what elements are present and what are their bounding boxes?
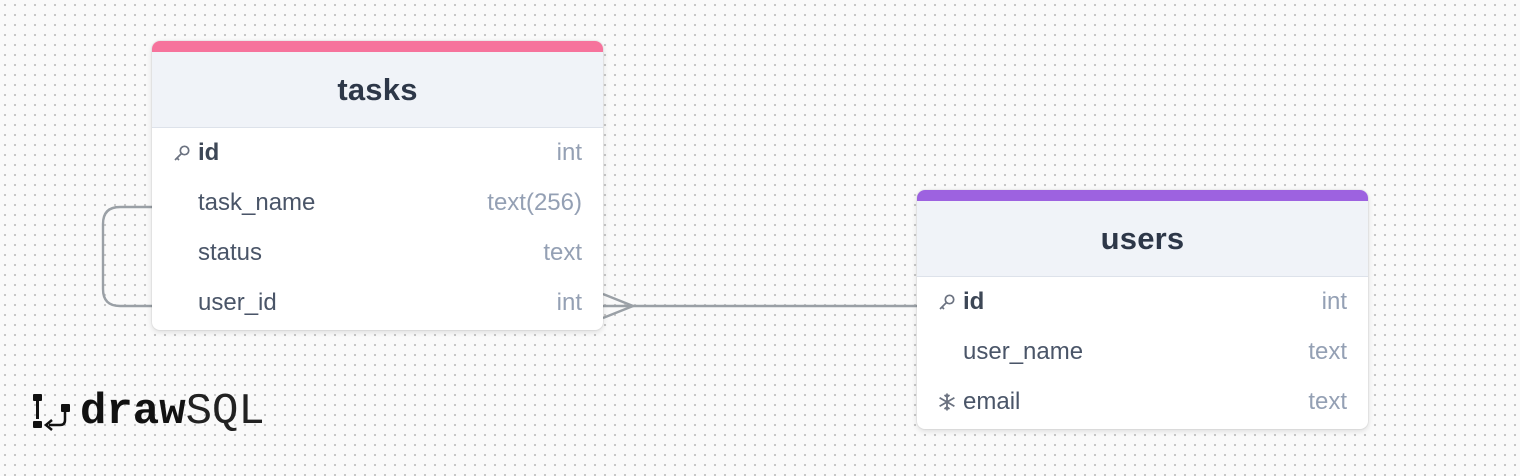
column-name: user_name	[963, 338, 1084, 365]
column-row-id[interactable]: id int	[152, 128, 603, 178]
column-name: id	[963, 288, 985, 315]
drawsql-logo: drawSQL	[32, 390, 265, 434]
table-title: tasks	[337, 71, 418, 107]
self-relation-line[interactable]	[101, 205, 152, 308]
column-name: id	[198, 139, 220, 166]
column-list: id int task_name text(256) status text user_id…	[152, 128, 603, 330]
column-type: int	[556, 139, 582, 166]
key-icon	[937, 292, 963, 312]
table-header[interactable]: users	[917, 201, 1368, 277]
drawsql-logo-icon	[33, 394, 70, 431]
column-row-id[interactable]: id int	[917, 277, 1368, 327]
table-title: users	[1100, 220, 1185, 256]
column-type: text(256)	[487, 189, 582, 216]
key-icon	[172, 143, 198, 163]
column-type: text	[1308, 338, 1347, 365]
table-header[interactable]: tasks	[152, 52, 603, 128]
tasks-table[interactable]: tasks id int task_name text(256) status text us…	[152, 41, 603, 330]
column-name: email	[963, 388, 1021, 415]
column-name: status	[198, 239, 263, 266]
column-type: text	[1308, 388, 1347, 415]
snowflake-icon	[937, 392, 963, 412]
column-row-email[interactable]: email text	[917, 377, 1368, 427]
column-row-user-name[interactable]: user_name text	[917, 327, 1368, 377]
logo-text-draw: draw	[80, 387, 186, 437]
column-type: text	[543, 239, 582, 266]
column-row-user-id[interactable]: user_id int	[152, 278, 603, 328]
column-type: int	[556, 289, 582, 316]
column-row-status[interactable]: status text	[152, 228, 603, 278]
column-name: task_name	[198, 189, 316, 216]
table-accent-bar	[152, 41, 603, 52]
column-row-task-name[interactable]: task_name text(256)	[152, 178, 603, 228]
table-accent-bar	[917, 190, 1368, 201]
column-type: int	[1321, 288, 1347, 315]
drawsql-logo-text: drawSQL	[80, 390, 265, 434]
column-name: user_id	[198, 289, 277, 316]
crows-foot-many-marker	[602, 292, 637, 320]
logo-text-sql: SQL	[185, 387, 265, 437]
